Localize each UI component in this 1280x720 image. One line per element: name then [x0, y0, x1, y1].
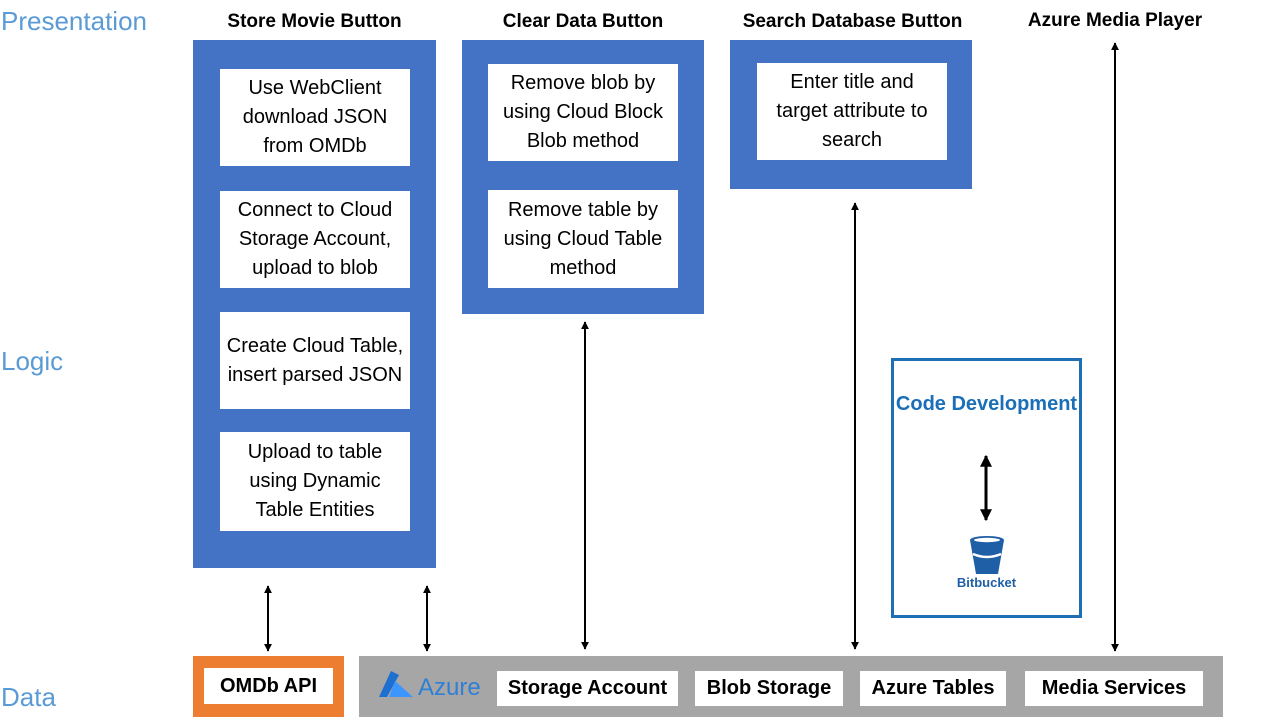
storage-account-box: Storage Account	[497, 671, 678, 706]
store-step-download-json: Use WebClient download JSON from OMDb	[220, 69, 410, 166]
azure-logo-icon	[379, 671, 413, 697]
store-movie-panel: Use WebClient download JSON from OMDb Co…	[193, 40, 436, 568]
bitbucket-bucket-icon	[970, 536, 1004, 574]
media-services-box: Media Services	[1025, 671, 1203, 706]
search-database-header: Search Database Button	[742, 11, 963, 32]
store-step-create-table: Create Cloud Table, insert parsed JSON	[220, 312, 410, 409]
store-step-dynamic-entities: Upload to table using Dynamic Table Enti…	[220, 432, 410, 531]
tier-label-logic: Logic	[1, 346, 64, 376]
azure-media-player-header: Azure Media Player	[1027, 10, 1203, 31]
bitbucket-label: Bitbucket	[956, 575, 1017, 590]
store-movie-header: Store Movie Button	[227, 11, 402, 32]
code-development-panel: Code Development Bitbucket	[891, 358, 1082, 618]
azure-tables-box: Azure Tables	[860, 671, 1006, 706]
clear-step-remove-table: Remove table by using Cloud Table method	[488, 190, 678, 288]
code-development-title: Code Development	[895, 393, 1078, 415]
clear-data-header: Clear Data Button	[502, 11, 664, 32]
omdb-api-box: OMDb API	[193, 656, 344, 717]
blob-storage-box: Blob Storage	[695, 671, 843, 706]
search-database-panel: Enter title and target attribute to sear…	[730, 40, 972, 189]
azure-label: Azure	[418, 674, 481, 701]
clear-step-remove-blob: Remove blob by using Cloud Block Blob me…	[488, 64, 678, 161]
tier-label-presentation: Presentation	[1, 6, 147, 36]
store-step-upload-blob: Connect to Cloud Storage Account, upload…	[220, 191, 410, 288]
clear-data-panel: Remove blob by using Cloud Block Blob me…	[462, 40, 704, 314]
azure-services-bar: Azure Storage Account Blob Storage Azure…	[359, 656, 1223, 717]
search-step-enter-title: Enter title and target attribute to sear…	[757, 63, 947, 160]
omdb-api-label: OMDb API	[204, 668, 333, 704]
tier-label-data: Data	[1, 682, 56, 712]
